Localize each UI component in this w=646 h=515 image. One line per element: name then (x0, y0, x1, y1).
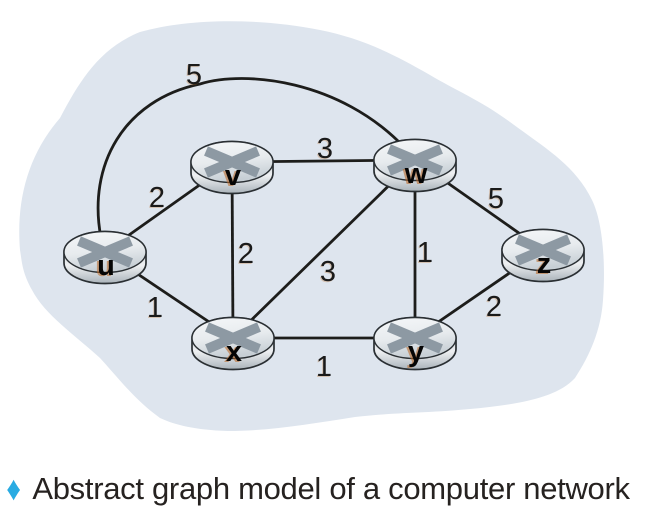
edge-weight-w-y: 1 (417, 237, 433, 269)
router-node-v: v (190, 140, 274, 195)
network-graph: 2 1 5 3 2 3 1 1 5 2 u v w x y z (19, 21, 604, 431)
router-cross-icon (387, 322, 443, 354)
router-cross-icon (515, 234, 571, 266)
router-cross-icon (387, 144, 443, 176)
network-cloud-background (19, 21, 604, 431)
node-label-u: u (97, 250, 115, 282)
router-cross-icon (77, 236, 133, 268)
diamond-bullet-icon: ♦ (6, 470, 22, 508)
network-diagram-figure: 2 1 5 3 2 3 1 1 5 2 u v w x y z (19, 21, 604, 431)
router-node-x: x (191, 316, 275, 371)
router-cross-icon (205, 322, 261, 354)
node-label-x: x (226, 336, 242, 368)
edge-weight-w-z: 5 (488, 183, 504, 215)
router-node-w: w (373, 138, 457, 193)
edge-weight-u-v: 2 (149, 182, 165, 214)
router-nodes-layer: u v w x y z (63, 138, 585, 371)
edge-weight-x-y: 1 (316, 351, 332, 383)
node-label-v: v (225, 160, 241, 192)
router-node-y: y (373, 316, 457, 371)
network-cloud (19, 21, 604, 431)
node-label-z: z (537, 248, 552, 280)
node-label-y: y (408, 336, 424, 368)
edge-weight-x-w: 3 (320, 256, 336, 288)
figure-caption: ♦ Abstract graph model of a computer net… (5, 466, 643, 512)
edge-weight-v-x: 2 (238, 238, 254, 270)
router-node-z: z (501, 228, 585, 283)
edge-weights-layer: 2 1 5 3 2 3 1 1 5 2 (147, 59, 504, 383)
node-label-w: w (404, 158, 428, 190)
edge-x-w (232, 158, 416, 340)
edge-u-w (96, 77, 406, 239)
edge-weight-u-w: 5 (186, 59, 202, 91)
edge-weight-y-z: 2 (486, 291, 502, 323)
router-node-u: u (63, 230, 147, 285)
caption-text: Abstract graph model of a computer netwo… (32, 471, 630, 506)
edge-weight-v-w: 3 (317, 133, 333, 165)
edge-weight-u-x: 1 (147, 292, 163, 324)
router-cross-icon (204, 146, 260, 178)
